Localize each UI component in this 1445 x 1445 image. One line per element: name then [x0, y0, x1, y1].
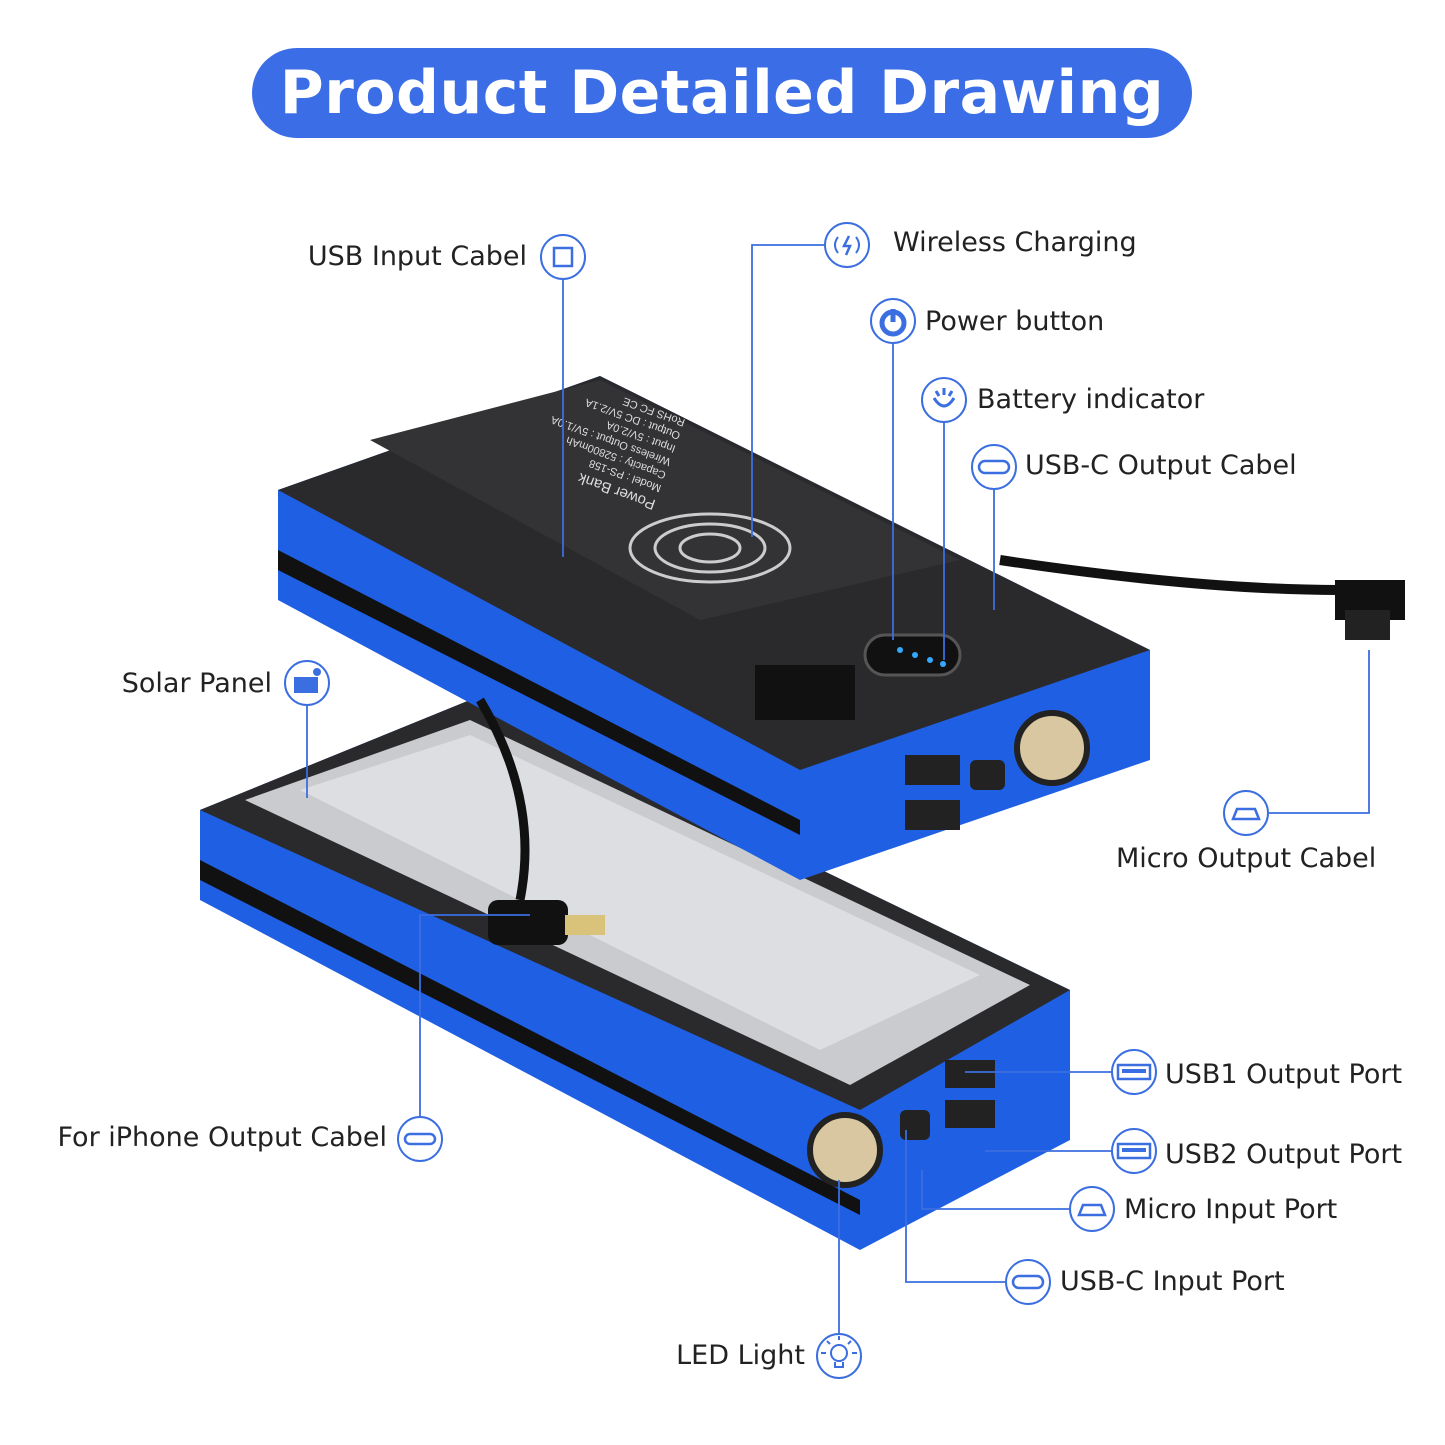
micro-cable: [999, 555, 1341, 595]
usb-a-icon: [1111, 1049, 1157, 1095]
callout-usb-input-cable: USB Input Cabel: [307, 241, 527, 272]
callout-power-button: Power button: [925, 306, 1105, 337]
callout-micro-output-cable: Micro Output Cabel: [1116, 843, 1377, 874]
callout-usb-c-output-cable: USB-C Output Cabel: [1025, 450, 1297, 481]
callout-solar-panel: Solar Panel: [121, 668, 272, 699]
callout-wireless-charging: Wireless Charging: [893, 227, 1137, 258]
micro-usb-icon: [1223, 790, 1269, 836]
wireless-charging-icon: [824, 222, 870, 268]
lightning-port-icon: [397, 1116, 443, 1162]
title-banner: Product Detailed Drawing: [252, 48, 1192, 138]
page-title: Product Detailed Drawing: [279, 58, 1165, 128]
bulb-icon: [816, 1333, 862, 1379]
callout-battery-indicator: Battery indicator: [977, 384, 1205, 415]
usb-socket-icon: [540, 234, 586, 280]
power-icon: [870, 298, 916, 344]
usb-c-icon: [971, 444, 1017, 490]
usb-a-icon: [1111, 1128, 1157, 1174]
micro-usb-icon: [1069, 1186, 1115, 1232]
callout-usb-c-input-port: USB-C Input Port: [1060, 1266, 1285, 1297]
leader-lines: [306, 244, 1370, 1334]
indicator-light-icon: [921, 377, 967, 423]
callout-iphone-output-cable: For iPhone Output Cabel: [57, 1122, 387, 1153]
wireless-power-bank: Power Bank Model : PS-158 Capacity : 528…: [278, 376, 1405, 945]
solar-power-bank: [200, 700, 1070, 1250]
wireless-charging-mark: [628, 512, 792, 584]
iphone-cable: [476, 697, 530, 901]
callout-led-light: LED Light: [676, 1340, 805, 1371]
led-light: [807, 1112, 883, 1188]
callout-usb1-output-port: USB1 Output Port: [1165, 1059, 1403, 1090]
usb-c-icon: [1005, 1259, 1051, 1305]
callout-usb2-output-port: USB2 Output Port: [1165, 1139, 1403, 1170]
callout-micro-input-port: Micro Input Port: [1124, 1194, 1338, 1225]
solar-panel-icon: [284, 660, 330, 706]
